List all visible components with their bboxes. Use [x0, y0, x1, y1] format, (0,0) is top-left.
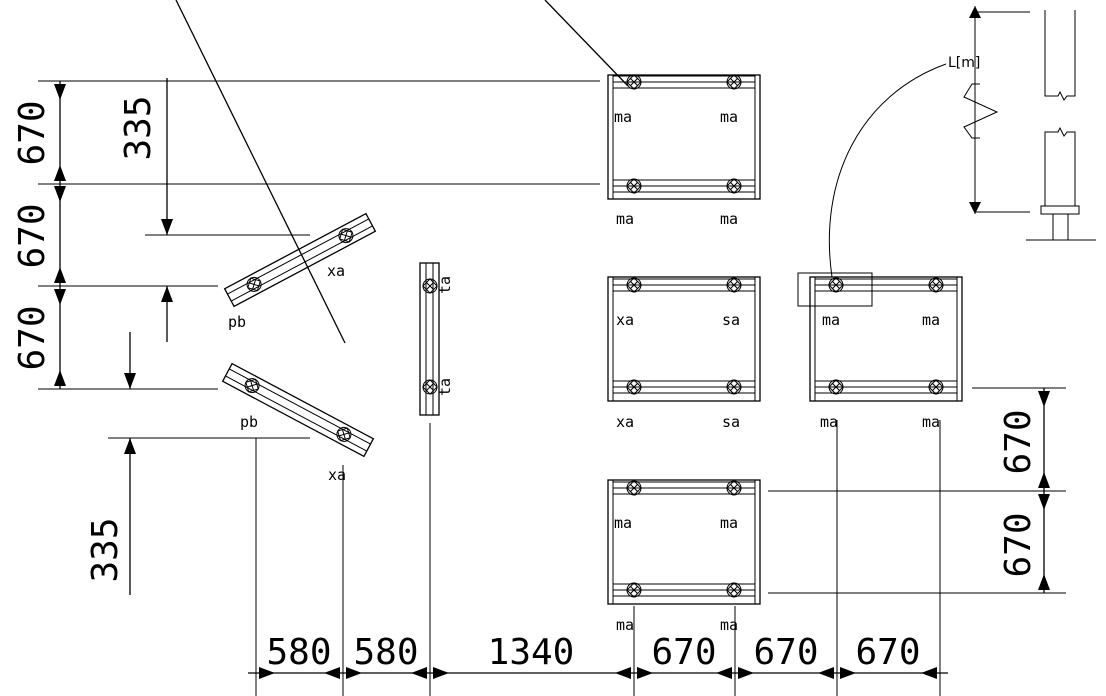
label-panel-bottom-4: ma: [720, 616, 738, 634]
post: [419, 262, 440, 416]
label-panel-top-3: ma: [616, 210, 634, 228]
offset-dimension-top: 335: [118, 78, 310, 342]
label-post-ta-2: ta: [436, 378, 454, 396]
label-panel-midright-1: ma: [822, 311, 840, 329]
dim-left-3: 670: [12, 305, 53, 370]
label-panel-midleft-2: sa: [722, 311, 740, 329]
label-panel-bottom-3: ma: [616, 616, 634, 634]
leader-line-1: [175, 0, 346, 344]
dim-right-1: 670: [998, 409, 1039, 474]
label-brace-upper-xa: xa: [327, 262, 345, 280]
label-panel-bottom-2: ma: [720, 514, 738, 532]
label-panel-midright-2: ma: [922, 311, 940, 329]
label-brace-lower-pb: pb: [240, 413, 258, 431]
label-post-ta-1: ta: [436, 276, 454, 294]
detail-callout-box: [797, 272, 873, 307]
leader-line-2: [544, 0, 629, 87]
dim-bottom-1: 580: [266, 632, 331, 673]
right-dimension-chain: 670 670: [768, 387, 1066, 594]
dim-left-2: 670: [12, 203, 53, 268]
label-panel-top-4: ma: [720, 210, 738, 228]
dim-offset-top: 335: [118, 95, 159, 160]
bottom-dimension-chain: 580 580 1340 670 670 670: [248, 420, 948, 696]
label-panel-midleft-1: xa: [616, 311, 634, 329]
dim-bottom-4: 670: [651, 632, 716, 673]
brace-lower: [221, 362, 375, 458]
dim-bottom-6: 670: [855, 632, 920, 673]
dim-right-2: 670: [998, 512, 1039, 577]
label-panel-top-2: ma: [720, 108, 738, 126]
dim-bottom-2: 580: [353, 632, 418, 673]
dim-bottom-5: 670: [753, 632, 818, 673]
label-panel-bottom-1: ma: [614, 514, 632, 532]
dim-offset-bottom: 335: [85, 517, 126, 582]
panel-mid-right: [797, 272, 963, 402]
dim-left-1: 670: [12, 100, 53, 165]
label-brace-lower-xa: xa: [328, 466, 346, 484]
left-dimension-chain: 670 670 670: [12, 80, 600, 390]
offset-dimension-bottom: 335: [85, 332, 310, 595]
label-length: L[m]: [948, 55, 980, 71]
panel-top: [607, 74, 761, 200]
label-panel-midright-3: ma: [820, 413, 838, 431]
label-panel-midleft-3: xa: [616, 413, 634, 431]
label-panel-midleft-4: sa: [722, 413, 740, 431]
panel-mid-left: [607, 276, 761, 402]
detail-view: L[m]: [828, 6, 1096, 278]
brace-upper: [223, 212, 377, 308]
label-brace-upper-pb: pb: [228, 313, 246, 331]
panel-bottom: [607, 479, 761, 605]
dim-bottom-3: 1340: [488, 632, 575, 673]
label-panel-midright-4: ma: [922, 413, 940, 431]
label-panel-top-1: ma: [614, 108, 632, 126]
